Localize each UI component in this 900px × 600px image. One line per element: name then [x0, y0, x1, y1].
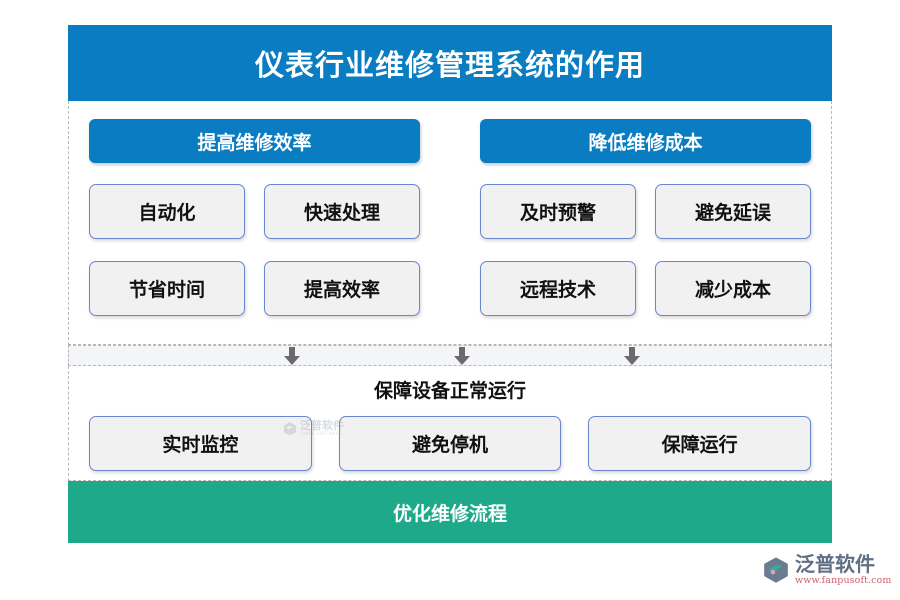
column-efficiency: 提高维修效率 自动化 快速处理 节省时间 提高效率: [89, 119, 420, 322]
outcome-heading: 保障设备正常运行: [373, 380, 526, 402]
outcome-items: 实时监控 避免停机 保障运行: [89, 416, 811, 471]
item-label: 快速处理: [303, 202, 380, 224]
benefits-section: 提高维修效率 自动化 快速处理 节省时间 提高效率 降低维修成本: [68, 101, 832, 345]
column-header-efficiency-label: 提高维修效率: [197, 131, 312, 154]
item-box[interactable]: 自动化: [89, 184, 245, 239]
arrow-down-icon: [284, 347, 300, 365]
brand-mark-icon: [764, 557, 788, 583]
item-box[interactable]: 快速处理: [264, 184, 420, 239]
footer-label: 优化维修流程: [392, 502, 507, 525]
item-box[interactable]: 避免停机: [338, 416, 562, 471]
item-label: 自动化: [138, 202, 196, 224]
item-label: 避免延误: [694, 202, 771, 224]
item-label: 提高效率: [303, 279, 380, 301]
brand-url: www.fanpusoft.com: [795, 575, 892, 586]
item-label: 减少成本: [694, 279, 771, 301]
brand-text: 泛普软件 www.fanpusoft.com: [795, 554, 891, 586]
item-label: 避免停机: [411, 434, 488, 456]
item-label: 节省时间: [128, 279, 205, 301]
column-cost-items: 及时预警 避免延误 远程技术 减少成本: [480, 184, 811, 316]
infographic-root: 仪表行业维修管理系统的作用 提高维修效率 自动化 快速处理 节省时间 提高效率: [68, 25, 832, 544]
page-title: 仪表行业维修管理系统的作用: [254, 48, 645, 82]
page-title-bar: 仪表行业维修管理系统的作用: [68, 25, 832, 101]
column-header-cost-label: 降低维修成本: [588, 131, 703, 154]
item-label: 远程技术: [519, 279, 596, 301]
column-efficiency-items: 自动化 快速处理 节省时间 提高效率: [89, 184, 420, 316]
item-label: 及时预警: [519, 202, 596, 224]
brand-logo: 泛普软件 www.fanpusoft.com: [762, 554, 891, 586]
item-box[interactable]: 提高效率: [264, 261, 420, 316]
arrow-down-icon: [624, 347, 640, 365]
column-header-cost[interactable]: 降低维修成本: [480, 119, 811, 163]
footer-bar: 优化维修流程: [68, 481, 832, 543]
item-box[interactable]: 远程技术: [480, 261, 636, 316]
item-box[interactable]: 及时预警: [480, 184, 636, 239]
arrow-connector-band: [68, 345, 832, 366]
item-label: 实时监控: [162, 434, 239, 456]
arrow-down-icon: [454, 347, 470, 365]
column-cost: 降低维修成本 及时预警 避免延误 远程技术 减少成本: [480, 119, 811, 322]
item-label: 保障运行: [661, 434, 738, 456]
brand-name: 泛普软件: [795, 552, 875, 576]
item-box[interactable]: 实时监控: [89, 416, 312, 471]
item-box[interactable]: 保障运行: [588, 416, 811, 471]
item-box[interactable]: 减少成本: [655, 261, 811, 316]
item-box[interactable]: 节省时间: [89, 261, 245, 316]
column-header-efficiency[interactable]: 提高维修效率: [89, 119, 420, 163]
outcome-section: 保障设备正常运行 实时监控 避免停机 保障运行: [68, 366, 832, 481]
item-box[interactable]: 避免延误: [655, 184, 811, 239]
